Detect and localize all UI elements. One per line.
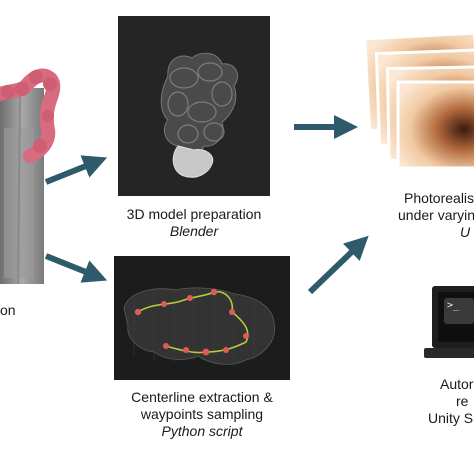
arrow-ct-to-model: [44, 155, 108, 185]
terminal-prompt: >_: [447, 300, 460, 311]
model-render-panel: [118, 16, 270, 196]
centerline-waypoints-image: [123, 287, 276, 366]
automation-line1: Autor: [440, 376, 474, 392]
centerline-title-line2: waypoints sampling: [140, 406, 264, 422]
model-prep-tool: Blender: [169, 223, 219, 239]
automation-line2: re: [456, 393, 469, 409]
colon-3d-model-image: [160, 52, 238, 178]
render-title-line2: under varyin: [398, 207, 474, 223]
terminal-laptop-icon: [424, 286, 474, 358]
left-caption: on: [0, 302, 16, 318]
model-prep-title: 3D model preparation: [126, 206, 262, 222]
render-title-line1: Photorealis: [404, 190, 474, 206]
photorealistic-frames-stack: [363, 31, 474, 170]
centerline-tool: Python script: [161, 423, 243, 439]
centerline-panel: [114, 256, 290, 380]
colon-overlay: [0, 68, 61, 163]
centerline-title-line1: Centerline extraction &: [131, 389, 273, 405]
automation-line3: Unity S: [428, 410, 474, 426]
arrow-ct-to-centerline: [44, 253, 108, 283]
arrow-centerline-to-render: [307, 235, 369, 295]
render-tool: U: [460, 224, 471, 240]
